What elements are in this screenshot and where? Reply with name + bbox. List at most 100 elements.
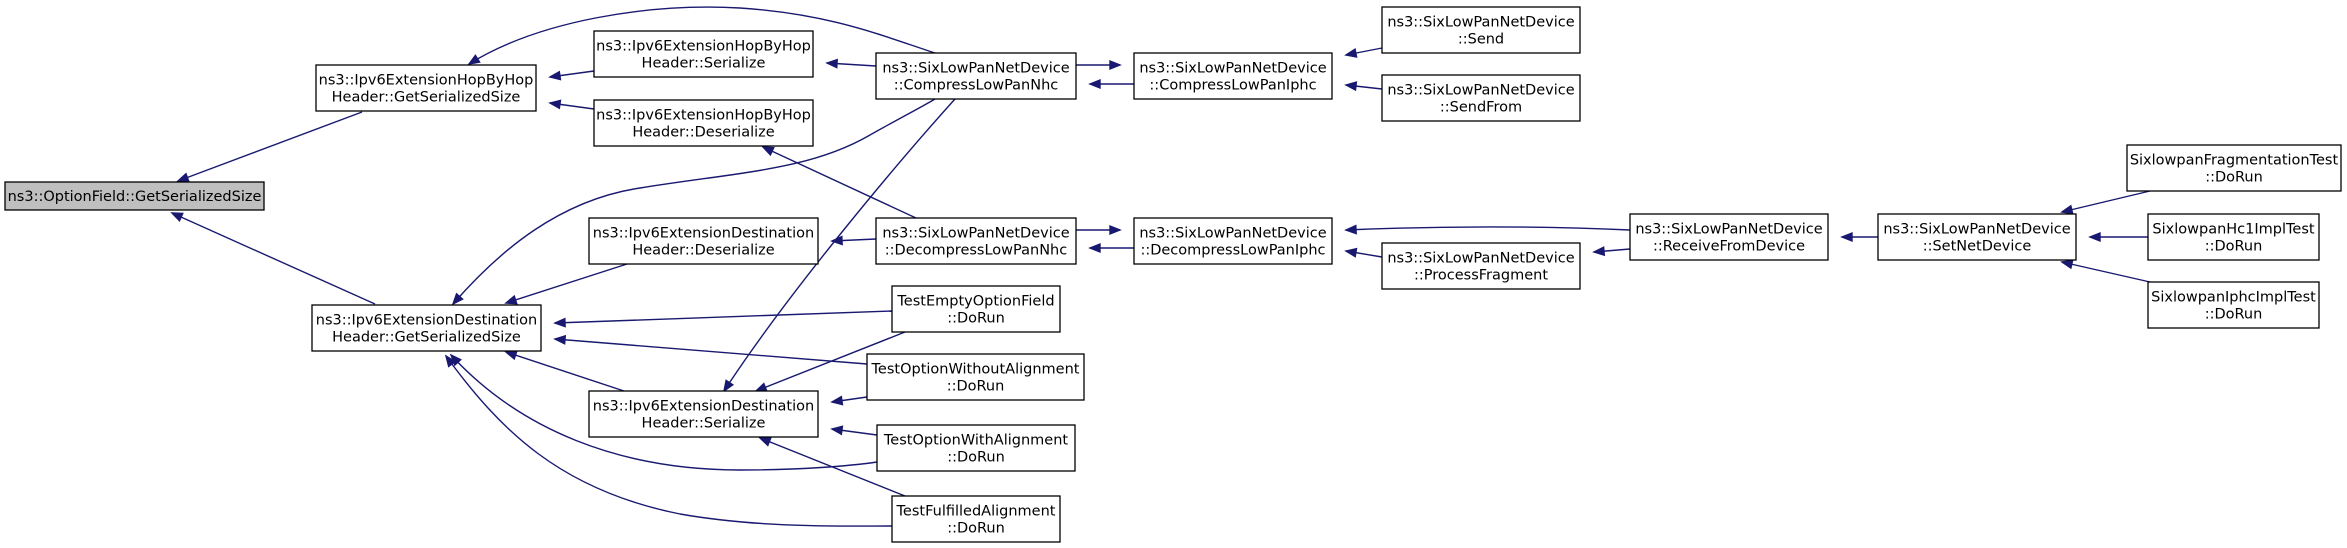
arrowhead-icon bbox=[451, 292, 464, 306]
arrowhead-icon bbox=[1109, 224, 1122, 236]
node-label-line: ::DecompressLowPanIphc bbox=[1140, 243, 1325, 259]
node-label-line: ns3::SixLowPanNetDevice bbox=[1139, 226, 1326, 242]
node-label-line: ns3::SixLowPanNetDevice bbox=[1387, 251, 1574, 267]
node-set-net-device[interactable]: ns3::SixLowPanNetDevice::SetNetDevice bbox=[1877, 213, 2077, 261]
arrowhead-icon bbox=[553, 317, 566, 328]
arrowhead-icon bbox=[1592, 246, 1606, 257]
node-sendfrom[interactable]: ns3::SixLowPanNetDevice::SendFrom bbox=[1381, 74, 1581, 122]
edge-compress-nhc-to-hopbyhop-size bbox=[467, 6, 936, 65]
arrowhead-icon bbox=[1344, 247, 1358, 258]
node-test-fulfilled-alignment[interactable]: TestFulfilledAlignment::DoRun bbox=[891, 495, 1061, 543]
edge-hopbyhop-deserialize-to-hopbyhop-size bbox=[548, 99, 595, 110]
node-label-line: Header::Serialize bbox=[642, 416, 766, 432]
node-iphc-impl-test[interactable]: SixlowpanIphcImplTest::DoRun bbox=[2147, 281, 2320, 329]
arrowhead-icon bbox=[2088, 231, 2101, 243]
node-optionfield-getserializedsize[interactable]: ns3::OptionField::GetSerializedSize bbox=[4, 181, 265, 211]
node-compress-lowpan-nhc[interactable]: ns3::SixLowPanNetDevice::CompressLowPanN… bbox=[875, 52, 1077, 100]
edge-setnetdevice-to-receive bbox=[1840, 231, 1878, 243]
node-destination-getserializedsize[interactable]: ns3::Ipv6ExtensionDestinationHeader::Get… bbox=[311, 304, 542, 352]
node-send[interactable]: ns3::SixLowPanNetDevice::Send bbox=[1381, 6, 1581, 54]
node-process-fragment[interactable]: ns3::SixLowPanNetDevice::ProcessFragment bbox=[1381, 242, 1581, 290]
node-label-line: ::SendFrom bbox=[1440, 100, 1522, 116]
node-test-option-with-alignment[interactable]: TestOptionWithAlignment::DoRun bbox=[876, 424, 1076, 472]
arrowhead-icon bbox=[444, 354, 457, 368]
edge-receive-to-decompress-iphc bbox=[1344, 224, 1631, 235]
node-label-line: ::ReceiveFromDevice bbox=[1653, 239, 1805, 255]
arrowhead-icon bbox=[1840, 231, 1853, 243]
arrowhead-icon bbox=[830, 395, 844, 406]
node-label-line: ns3::SixLowPanNetDevice bbox=[1883, 222, 2070, 238]
arrowhead-icon bbox=[170, 212, 184, 222]
edge-hopbyhop-serialize-to-hopbyhop-size bbox=[548, 70, 595, 81]
edge-decompress-iphc-to-decompress-nhc bbox=[1088, 242, 1134, 254]
arrowhead-icon bbox=[1088, 242, 1101, 254]
edge-process-fragment-to-decompress-iphc bbox=[1344, 247, 1383, 258]
node-decompress-lowpan-iphc[interactable]: ns3::SixLowPanNetDevice::DecompressLowPa… bbox=[1133, 217, 1333, 265]
node-hopbyhop-serialize[interactable]: ns3::Ipv6ExtensionHopByHopHeader::Serial… bbox=[593, 30, 814, 78]
arrowhead-icon bbox=[2060, 259, 2074, 270]
edge-test-fulfilled-to-destination-size bbox=[444, 354, 893, 527]
edge-decompress-nhc-to-hopbyhop-deserialize bbox=[761, 146, 917, 219]
edge-compress-nhc-to-destination-size bbox=[451, 98, 936, 306]
arrowhead-icon bbox=[758, 437, 772, 447]
node-label-line: ::Send bbox=[1458, 32, 1504, 48]
node-fragmentation-test[interactable]: SixlowpanFragmentationTest::DoRun bbox=[2126, 144, 2342, 192]
node-label-line: TestOptionWithAlignment bbox=[883, 433, 1068, 449]
edge-compress-iphc-to-compress-nhc bbox=[1088, 78, 1134, 90]
arrowhead-icon bbox=[1344, 48, 1358, 58]
node-hopbyhop-getserializedsize[interactable]: ns3::Ipv6ExtensionHopByHopHeader::GetSer… bbox=[315, 64, 537, 112]
node-destination-deserialize[interactable]: ns3::Ipv6ExtensionDestinationHeader::Des… bbox=[588, 217, 819, 265]
edge-decompress-nhc-to-destination-deserialize bbox=[830, 235, 877, 246]
node-compress-lowpan-iphc[interactable]: ns3::SixLowPanNetDevice::CompressLowPanI… bbox=[1133, 52, 1333, 100]
node-label-line: ns3::Ipv6ExtensionHopByHop bbox=[596, 39, 811, 55]
node-label-line: SixlowpanFragmentationTest bbox=[2130, 153, 2339, 169]
edge-compress-nhc-to-compress-iphc bbox=[1076, 59, 1122, 71]
node-label-line: TestFulfilledAlignment bbox=[896, 504, 1056, 520]
node-label-line: ::CompressLowPanNhc bbox=[894, 78, 1059, 94]
arrowhead-icon bbox=[830, 425, 844, 436]
edge-compress-nhc-to-destination-serialize bbox=[722, 98, 956, 393]
edge-test-without-align-to-destination-serialize bbox=[830, 395, 868, 406]
node-label-line: ns3::OptionField::GetSerializedSize bbox=[8, 189, 262, 205]
edge-test-fulfilled-to-destination-serialize bbox=[758, 437, 906, 497]
node-label-line: Header::Deserialize bbox=[632, 125, 774, 141]
node-label-line: ns3::SixLowPanNetDevice bbox=[1635, 222, 1822, 238]
arrowhead-icon bbox=[553, 334, 567, 345]
arrowhead-icon bbox=[1344, 81, 1358, 92]
arrowhead-icon bbox=[722, 379, 735, 393]
node-label-line: ns3::Ipv6ExtensionHopByHop bbox=[319, 73, 534, 89]
node-label-line: ns3::Ipv6ExtensionHopByHop bbox=[596, 108, 811, 124]
node-destination-serialize[interactable]: ns3::Ipv6ExtensionDestinationHeader::Ser… bbox=[588, 390, 819, 438]
node-label-line: ::DoRun bbox=[2205, 307, 2263, 323]
node-hc1-impl-test[interactable]: SixlowpanHc1ImplTest::DoRun bbox=[2147, 213, 2320, 261]
node-label-line: SixlowpanHc1ImplTest bbox=[2152, 222, 2314, 238]
node-hopbyhop-deserialize[interactable]: ns3::Ipv6ExtensionHopByHopHeader::Deseri… bbox=[593, 99, 814, 147]
node-label-line: ::SetNetDevice bbox=[1923, 239, 2032, 255]
node-label-line: Header::GetSerializedSize bbox=[332, 90, 521, 106]
node-label-line: ns3::SixLowPanNetDevice bbox=[1387, 15, 1574, 31]
arrowhead-icon bbox=[504, 350, 518, 361]
edge-destination-serialize-to-destination-size bbox=[504, 350, 628, 393]
arrowhead-icon bbox=[1344, 224, 1357, 235]
edge-test-empty-to-destination-size bbox=[553, 310, 893, 328]
node-label-line: SixlowpanIphcImplTest bbox=[2151, 290, 2316, 306]
node-label-line: Header::Serialize bbox=[642, 56, 766, 72]
node-label-line: ::DoRun bbox=[2205, 170, 2263, 186]
node-test-option-without-alignment[interactable]: TestOptionWithoutAlignment::DoRun bbox=[866, 353, 1085, 401]
edge-fragmentation-test-to-setnetdevice bbox=[2060, 190, 2151, 215]
node-decompress-lowpan-nhc[interactable]: ns3::SixLowPanNetDevice::DecompressLowPa… bbox=[875, 217, 1077, 265]
node-label-line: ::DoRun bbox=[947, 521, 1005, 537]
node-test-empty-option-field[interactable]: TestEmptyOptionField::DoRun bbox=[891, 285, 1061, 333]
arrowhead-icon bbox=[754, 382, 768, 392]
node-label-line: Header::Deserialize bbox=[632, 243, 774, 259]
node-label-line: ::DoRun bbox=[2205, 239, 2263, 255]
edge-test-empty-to-destination-serialize bbox=[754, 331, 906, 392]
node-receive-from-device[interactable]: ns3::SixLowPanNetDevice::ReceiveFromDevi… bbox=[1629, 213, 1829, 261]
edge-send-to-compress-iphc bbox=[1344, 47, 1383, 58]
arrowhead-icon bbox=[176, 172, 190, 182]
arrowhead-icon bbox=[825, 58, 838, 69]
edge-receive-to-process-fragment bbox=[1592, 246, 1631, 257]
edge-test-with-align-to-destination-serialize bbox=[830, 425, 878, 436]
arrowhead-icon bbox=[1088, 78, 1101, 90]
edge-destination-size-to-optionfield bbox=[170, 212, 376, 305]
